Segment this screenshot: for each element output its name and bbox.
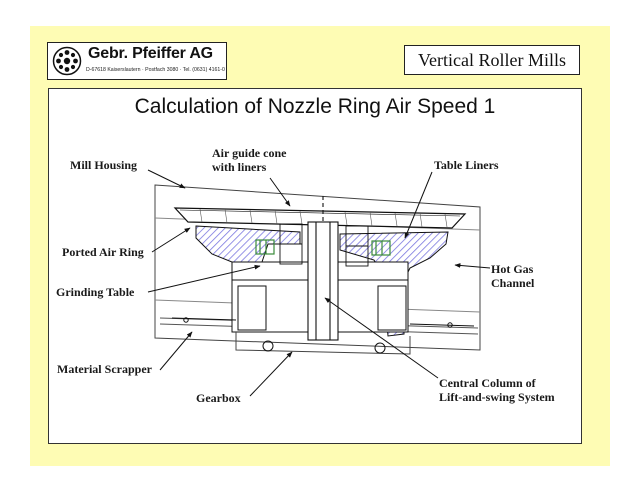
label-hot-gas-channel-line1: Hot Gas (491, 262, 534, 276)
label-air-guide-cone-line1: Air guide cone (212, 146, 287, 160)
table-liner-shape (279, 223, 369, 267)
label-hot-gas-channel-line2: Channel (491, 276, 535, 290)
slide-series-title: Vertical Roller Mills (404, 45, 580, 75)
callout-lines (147, 169, 491, 397)
company-address: D-67618 Kaiserslautern · Postfach 3080 ·… (86, 67, 225, 73)
label-mill-housing: Mill Housing (70, 158, 138, 172)
label-central-column-line2: Lift-and-swing System (439, 390, 555, 404)
label-ported-air-ring: Ported Air Ring (62, 245, 144, 259)
label-material-scrapper: Material Scrapper (57, 362, 152, 376)
slide-heading: Calculation of Nozzle Ring Air Speed 1 (134, 95, 496, 118)
label-central-column-line1: Central Column of (439, 376, 536, 390)
company-logo: Gebr. Pfeiffer AG D-67618 Kaiserslautern… (47, 42, 227, 80)
company-name: Gebr. Pfeiffer AG (88, 45, 213, 62)
label-grinding-table: Grinding Table (56, 285, 135, 299)
ported-air-ring-shape (255, 239, 391, 256)
air-guide-cone-shape (173, 207, 467, 229)
material-scrapper-shape (171, 317, 475, 328)
label-gearbox: Gearbox (196, 391, 241, 405)
label-air-guide-cone-line2: with liners (212, 160, 267, 174)
central-column-shape (307, 196, 339, 341)
label-table-liners: Table Liners (434, 158, 499, 172)
pfeiffer-emblem-icon (52, 46, 82, 76)
